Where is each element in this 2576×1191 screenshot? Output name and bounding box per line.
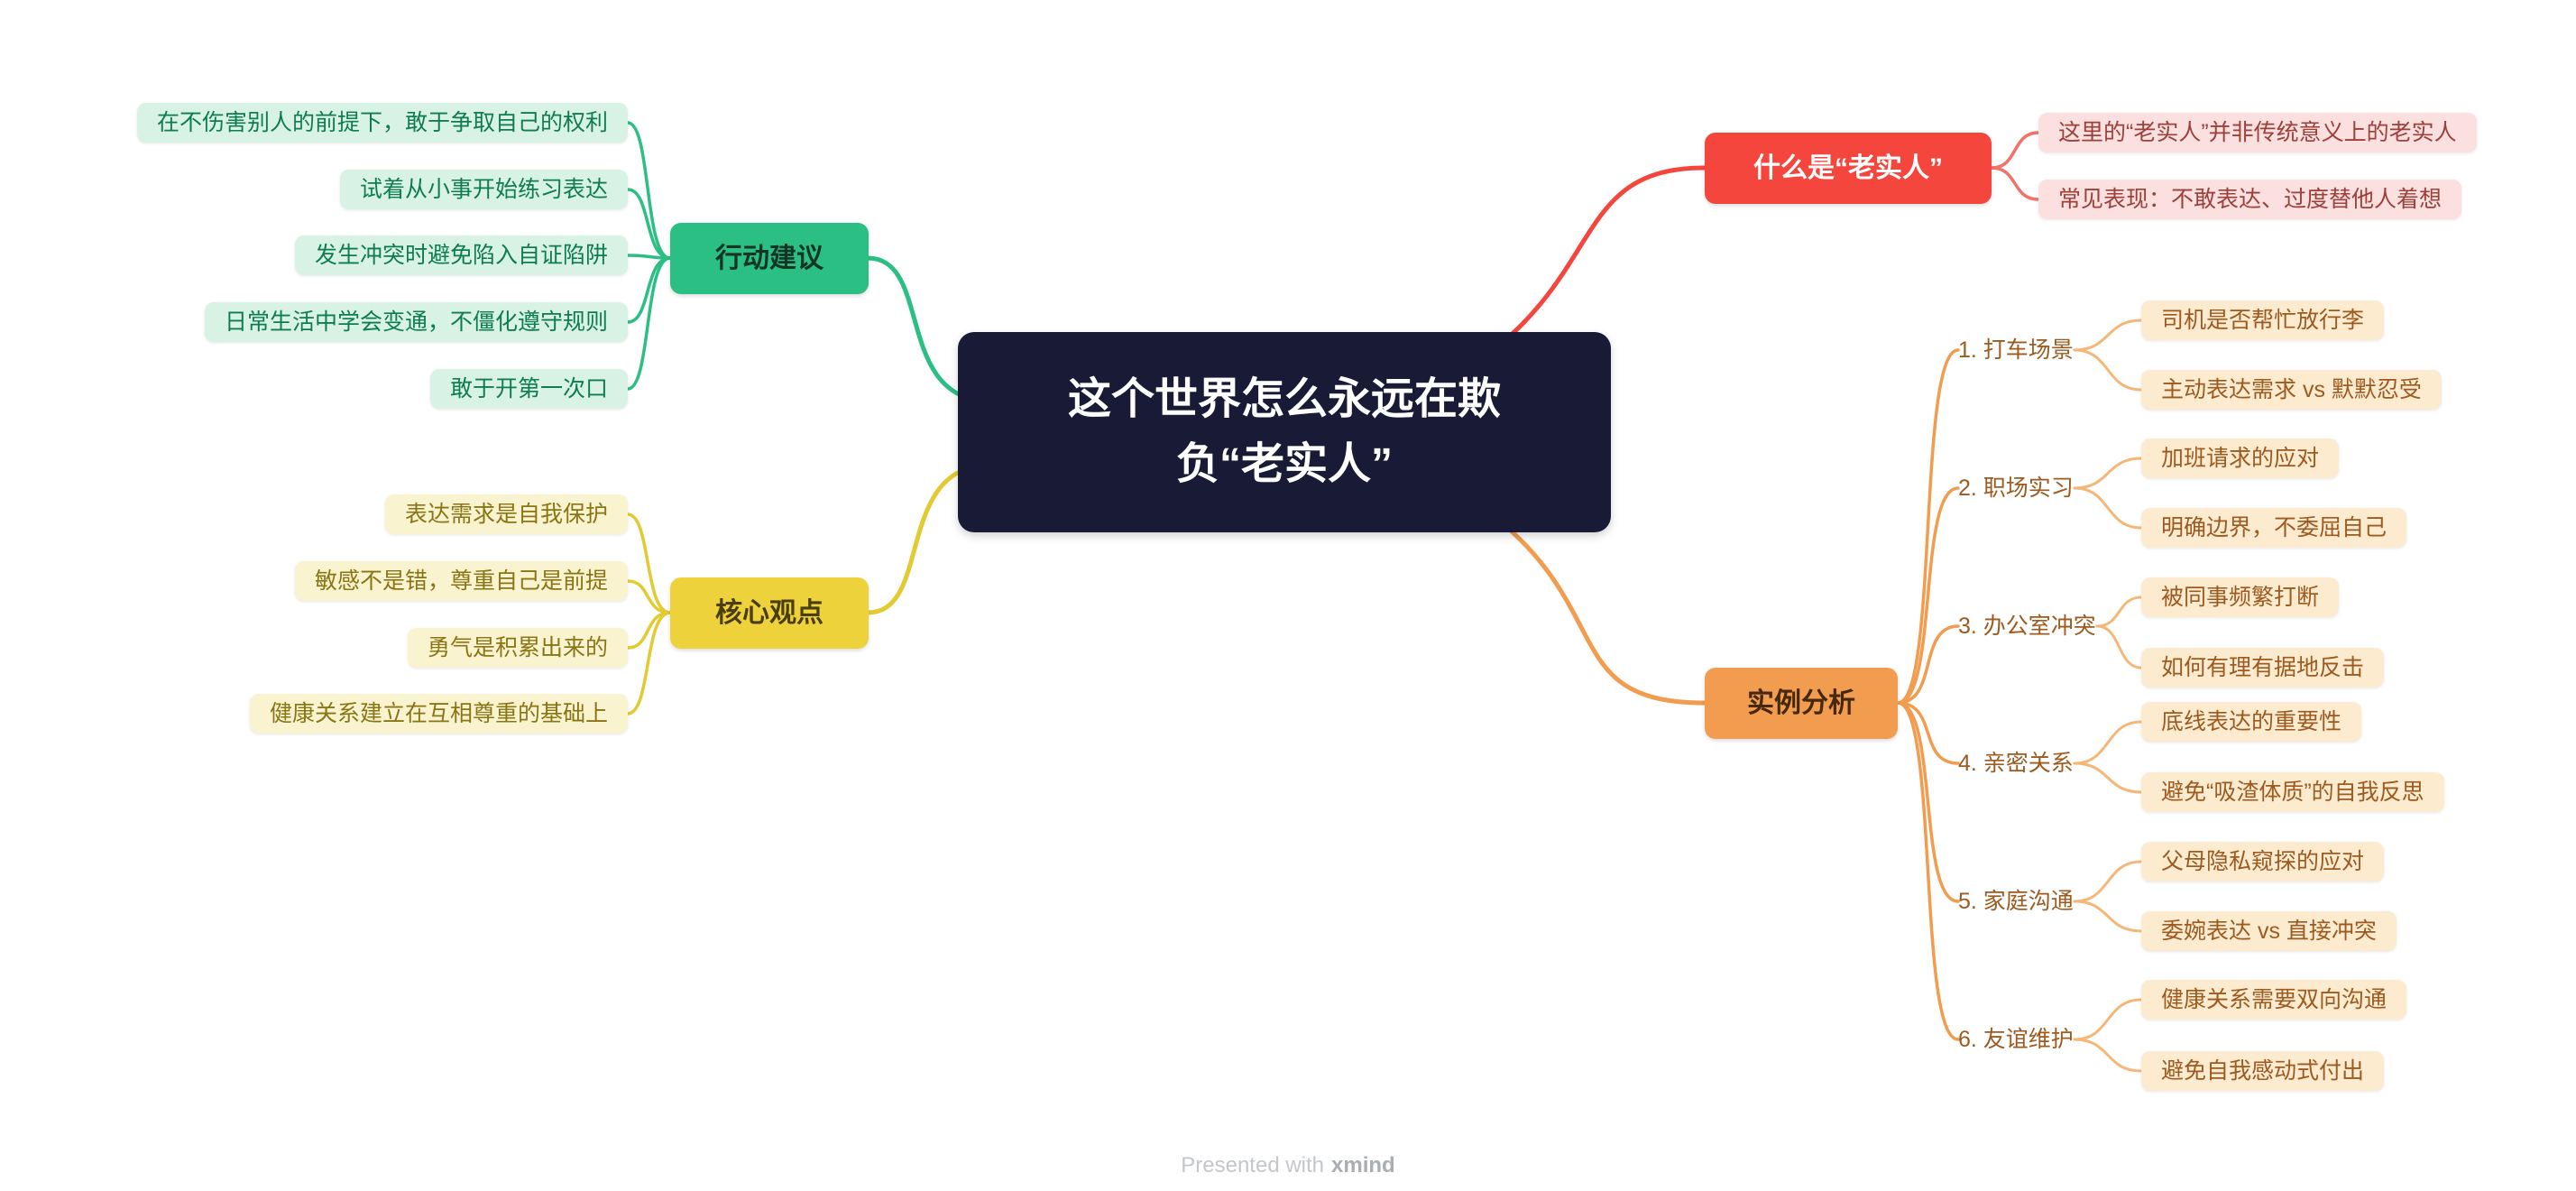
subtopic-action-5[interactable]: 敢于开第一次口 [429, 369, 628, 409]
case-item-6[interactable]: 6. 友谊维护 [1958, 1027, 2074, 1052]
case-leaf-3b[interactable]: 如何有理有据地反击 [2141, 648, 2385, 688]
branch-line-what-is [1477, 165, 1707, 364]
watermark-text: Presented with [1181, 1153, 1325, 1177]
central-topic[interactable]: 这个世界怎么永远在欺 负“老实人” [958, 332, 1611, 532]
case-item-5[interactable]: 5. 家庭沟通 [1958, 889, 2074, 914]
case-leaf-1a[interactable]: 司机是否帮忙放行李 [2141, 300, 2385, 340]
topic-action-advice[interactable]: 行动建议 [670, 223, 869, 294]
case-leaf-2b[interactable]: 明确边界，不委屈自己 [2141, 508, 2407, 548]
central-topic-title: 这个世界怎么永远在欺 负“老实人” [1067, 375, 1501, 488]
case-leaf-6b[interactable]: 避免自我感动式付出 [2141, 1051, 2385, 1091]
subtopic-action-2[interactable]: 试着从小事开始练习表达 [339, 170, 628, 209]
case-leaf-1b[interactable]: 主动表达需求 vs 默默忍受 [2141, 370, 2442, 410]
topic-case-analysis[interactable]: 实例分析 [1705, 668, 1898, 739]
subtopic-whatis-2[interactable]: 常见表现：不敢表达、过度替他人着想 [2038, 180, 2462, 219]
branch-line-what-is-children [1990, 131, 2040, 201]
case-leaf-5b[interactable]: 委婉表达 vs 直接冲突 [2141, 911, 2397, 951]
case-leaf-4b[interactable]: 避免“吸渣体质”的自我反思 [2141, 772, 2444, 812]
topic-core-views[interactable]: 核心观点 [670, 577, 869, 649]
subtopic-action-4[interactable]: 日常生活中学会变通，不僵化遵守规则 [204, 302, 628, 342]
topic-what-is-laoshiren[interactable]: 什么是“老实人” [1705, 133, 1992, 204]
subtopic-action-3[interactable]: 发生冲突时避免陷入自证陷阱 [294, 235, 628, 275]
case-leaf-lines [2073, 319, 2143, 1073]
subtopic-core-2[interactable]: 敏感不是错，尊重自己是前提 [294, 561, 628, 601]
case-leaf-2a[interactable]: 加班请求的应对 [2141, 439, 2340, 478]
case-leaf-3a[interactable]: 被同事频繁打断 [2141, 577, 2340, 617]
case-item-2[interactable]: 2. 职场实习 [1958, 475, 2074, 501]
case-item-4[interactable]: 4. 亲密关系 [1958, 751, 2074, 776]
case-leaf-5a[interactable]: 父母隐私窥探的应对 [2141, 842, 2385, 882]
xmind-logo-text: xmind [1331, 1153, 1395, 1177]
subtopic-whatis-1[interactable]: 这里的“老实人”并非传统意义上的老实人 [2038, 113, 2477, 152]
case-leaf-6a[interactable]: 健康关系需要双向沟通 [2141, 980, 2407, 1020]
subtopic-action-1[interactable]: 在不伤害别人的前提下，敢于争取自己的权利 [136, 103, 628, 143]
case-leaf-4a[interactable]: 底线表达的重要性 [2141, 702, 2362, 742]
case-item-3[interactable]: 3. 办公室冲突 [1958, 614, 2096, 639]
branch-line-case-analysis [1477, 348, 1960, 1041]
subtopic-core-1[interactable]: 表达需求是自我保护 [384, 494, 628, 534]
subtopic-core-3[interactable]: 勇气是积累出来的 [407, 628, 628, 668]
case-item-1[interactable]: 1. 打车场景 [1958, 337, 2074, 363]
subtopic-core-4[interactable]: 健康关系建立在互相尊重的基础上 [249, 694, 628, 734]
